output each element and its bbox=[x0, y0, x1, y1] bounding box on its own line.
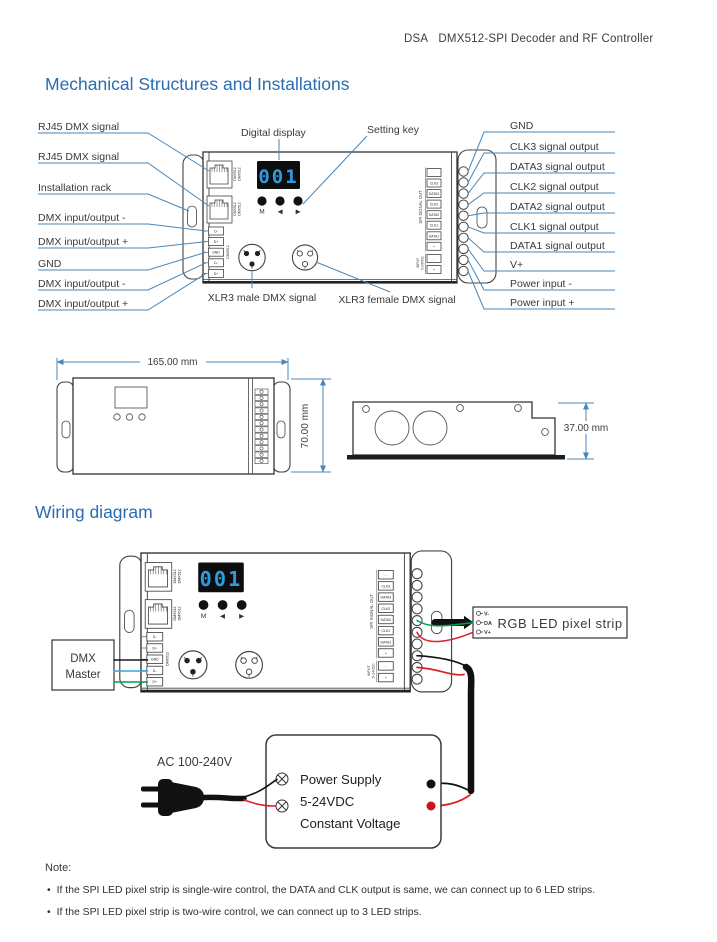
bullet-icon: • bbox=[47, 907, 51, 918]
device-in-wiring bbox=[118, 549, 453, 693]
psu-line1: Power Supply bbox=[300, 772, 382, 787]
label-power-plus: Power input + bbox=[510, 297, 575, 309]
dmx-master-line1: DMX bbox=[70, 653, 96, 665]
dim-width: 165.00 mm bbox=[147, 357, 197, 368]
front-terminal-strip bbox=[254, 388, 269, 464]
ac-plug: AC 100-240V bbox=[141, 755, 278, 816]
strip-term-vplus: V+ bbox=[484, 630, 491, 636]
label-v-plus: V+ bbox=[510, 259, 523, 271]
strip-term-da: DA bbox=[484, 621, 492, 627]
strip-term-vminus: V- bbox=[484, 612, 489, 618]
right-leader-lines bbox=[467, 131, 615, 310]
label-xlr-male: XLR3 male DMX signal bbox=[208, 292, 317, 304]
rgb-led-strip-box: V- DA V+ RGB LED pixel strip bbox=[472, 606, 628, 639]
label-data2: DATA2 signal output bbox=[510, 201, 605, 213]
label-installation-rack: Installation rack bbox=[38, 182, 112, 194]
note-bullet-2-text: If the SPI LED pixel strip is two-wire c… bbox=[57, 907, 422, 918]
label-setting-key: Setting key bbox=[367, 124, 420, 136]
label-rj45-1: RJ45 DMX signal bbox=[38, 121, 119, 133]
note-bullet-2: • If the SPI LED pixel strip is two-wire … bbox=[47, 907, 422, 918]
psu-line2: 5-24VDC bbox=[300, 794, 355, 809]
psu-line3: Constant Voltage bbox=[300, 816, 400, 831]
dim-height: 70.00 mm bbox=[300, 404, 311, 448]
note-bullet-1: • If the SPI LED pixel strip is single-wi… bbox=[47, 885, 595, 896]
label-power-minus: Power input - bbox=[510, 278, 572, 290]
label-rj45-2: RJ45 DMX signal bbox=[38, 151, 119, 163]
section2-title: Wiring diagram bbox=[35, 502, 153, 522]
left-leader-lines bbox=[38, 132, 210, 311]
rgb-strip-label: RGB LED pixel strip bbox=[497, 616, 622, 631]
label-dmx-io-plus-2: DMX input/output + bbox=[38, 298, 128, 310]
wiring-diagram: DMX Master V- DA V+ RGB LED pixel strip bbox=[51, 549, 628, 849]
annotated-device-diagram: RJ45 DMX signal RJ45 DMX signal Installa… bbox=[38, 120, 615, 311]
page-header-text: DSA DMX512-SPI Decoder and RF Controller bbox=[404, 33, 653, 45]
psu-output-plus-dot bbox=[426, 801, 436, 811]
label-clk1: CLK1 signal output bbox=[510, 221, 599, 233]
label-clk2: CLK2 signal output bbox=[510, 181, 599, 193]
bullet-icon: • bbox=[47, 885, 51, 896]
label-data1: DATA1 signal output bbox=[510, 240, 605, 252]
strip-wires bbox=[416, 615, 474, 643]
label-dmx-io-minus-2: DMX input/output - bbox=[38, 278, 126, 290]
power-supply-box: Power Supply 5-24VDC Constant Voltage bbox=[265, 734, 442, 849]
label-gnd-left: GND bbox=[38, 258, 62, 270]
note-section: Note: • If the SPI LED pixel strip is sin… bbox=[45, 862, 595, 918]
label-clk3: CLK3 signal output bbox=[510, 141, 599, 153]
label-xlr-female: XLR3 female DMX signal bbox=[338, 294, 455, 306]
dimension-front-view: 165.00 mm 70.00 mm bbox=[56, 355, 331, 475]
section1-title: Mechanical Structures and Installations bbox=[45, 74, 350, 94]
label-data3: DATA3 signal output bbox=[510, 161, 605, 173]
note-bullet-1-text: If the SPI LED pixel strip is single-wir… bbox=[57, 885, 595, 896]
dmx-wires bbox=[113, 659, 149, 683]
note-title: Note: bbox=[45, 862, 71, 874]
label-dmx-io-plus-1: DMX input/output + bbox=[38, 236, 128, 248]
dimension-side-view: 37.00 mm bbox=[347, 401, 616, 460]
psu-output-minus-dot bbox=[426, 779, 436, 789]
label-digital-display: Digital display bbox=[241, 127, 307, 139]
label-gnd-right: GND bbox=[510, 120, 534, 132]
ac-voltage-label: AC 100-240V bbox=[157, 755, 233, 769]
dim-depth: 37.00 mm bbox=[564, 423, 608, 434]
dmx-master-line2: Master bbox=[65, 669, 100, 681]
label-dmx-io-minus-1: DMX input/output - bbox=[38, 212, 126, 224]
dmx-master-box: DMX Master bbox=[51, 639, 115, 691]
device-front-view bbox=[182, 149, 497, 284]
